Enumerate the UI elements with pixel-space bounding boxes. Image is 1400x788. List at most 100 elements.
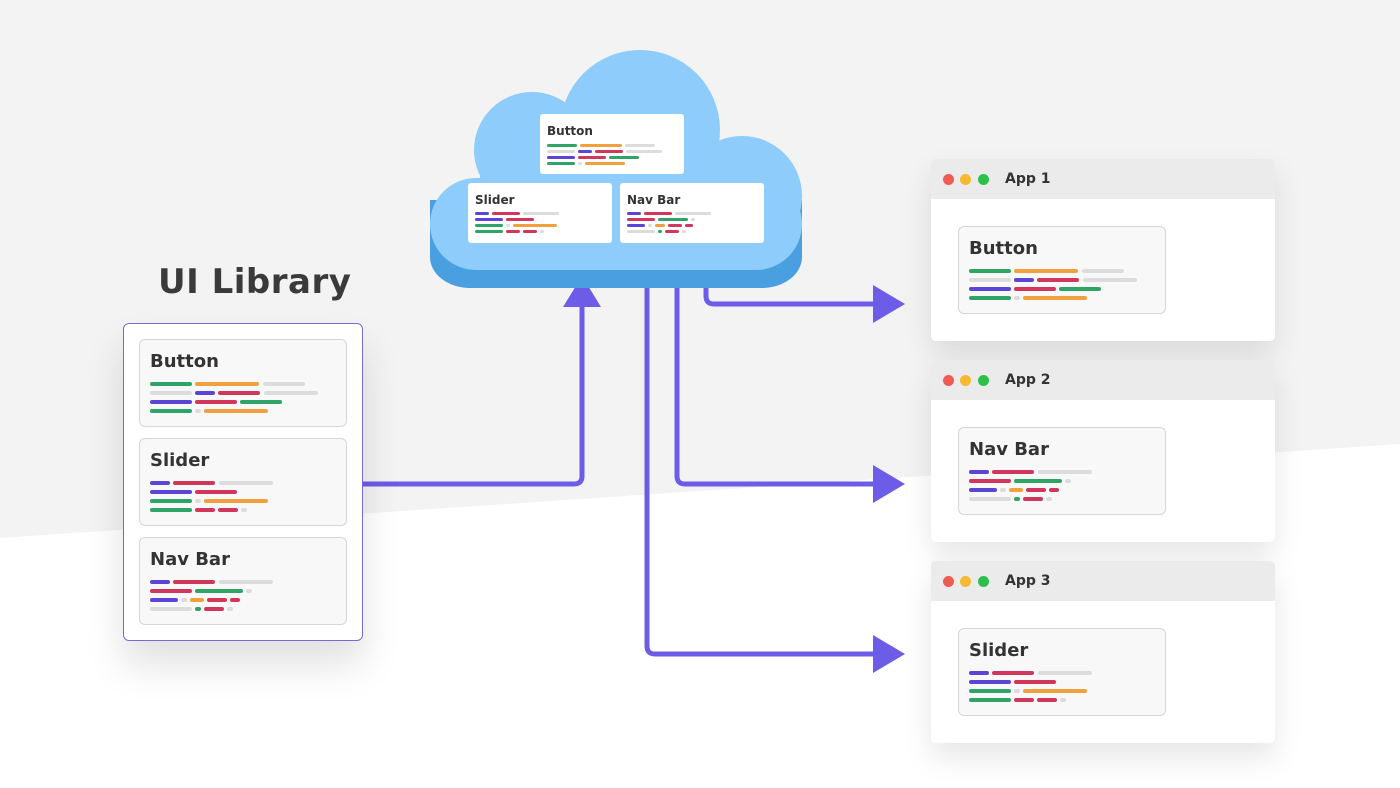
code-line [190, 598, 204, 602]
code-line [150, 499, 192, 503]
code-line [644, 212, 672, 215]
arrowhead-app1 [873, 285, 905, 323]
code-line [1059, 287, 1101, 291]
code-line [969, 698, 1011, 702]
app-component-title: Nav Bar [969, 439, 1049, 460]
minimize-dot-icon[interactable] [960, 375, 971, 386]
cloud-card-button: Button [540, 114, 684, 174]
code-line [1060, 698, 1066, 702]
app-component-card[interactable]: Nav Bar [958, 427, 1166, 515]
cloud-card-navbar: Nav Bar [620, 183, 764, 243]
code-line [1009, 488, 1023, 492]
code-line [1038, 470, 1092, 474]
code-line [626, 150, 662, 153]
code-line [150, 580, 170, 584]
code-line [578, 162, 582, 165]
code-line [1014, 689, 1020, 693]
code-line [547, 150, 575, 153]
code-line [547, 162, 575, 165]
close-dot-icon[interactable] [943, 174, 954, 185]
code-line [595, 150, 623, 153]
code-line [181, 598, 187, 602]
code-line [625, 144, 655, 147]
library-card-slider[interactable]: Slider [139, 438, 347, 526]
code-line [675, 212, 711, 215]
code-line [682, 230, 686, 233]
cloud-card-title: Nav Bar [627, 193, 681, 207]
code-line [665, 230, 679, 233]
code-line [969, 269, 1011, 273]
code-line [264, 391, 318, 395]
code-line [150, 382, 192, 386]
code-line [1014, 269, 1078, 273]
code-line [627, 212, 641, 215]
code-line [195, 400, 237, 404]
maximize-dot-icon[interactable] [978, 576, 989, 587]
minimize-dot-icon[interactable] [960, 174, 971, 185]
app-component-title: Slider [969, 640, 1029, 661]
minimize-dot-icon[interactable] [960, 576, 971, 587]
code-line [1014, 296, 1020, 300]
app-title: App 2 [1005, 372, 1051, 388]
app-component-card[interactable]: Button [958, 226, 1166, 314]
code-line [658, 230, 662, 233]
code-line [204, 499, 268, 503]
library-card-button[interactable]: Button [139, 339, 347, 427]
app-title: App 1 [1005, 171, 1051, 187]
arrowhead-app2 [873, 465, 905, 503]
app-component-card[interactable]: Slider [958, 628, 1166, 716]
close-dot-icon[interactable] [943, 576, 954, 587]
window-title-bar: App 3 [931, 561, 1275, 601]
code-line [241, 508, 247, 512]
code-line [1037, 698, 1057, 702]
ui-library-title: UI Library [158, 262, 352, 302]
library-card-title: Slider [150, 450, 210, 471]
code-line [219, 580, 273, 584]
code-line [195, 589, 243, 593]
code-line [150, 589, 192, 593]
code-line [204, 409, 268, 413]
code-line [658, 218, 688, 221]
library-card-navbar[interactable]: Nav Bar [139, 537, 347, 625]
code-line [150, 607, 192, 611]
code-line [969, 287, 1011, 291]
code-line [219, 481, 273, 485]
code-line [627, 218, 655, 221]
window-title-bar: App 1 [931, 159, 1275, 199]
code-line [547, 156, 575, 159]
code-line [1023, 689, 1087, 693]
code-line [1014, 479, 1062, 483]
code-line [195, 382, 259, 386]
code-line [969, 671, 989, 675]
code-line [1014, 698, 1034, 702]
cloud-card-title: Slider [475, 193, 515, 207]
maximize-dot-icon[interactable] [978, 174, 989, 185]
library-card-title: Button [150, 351, 219, 372]
code-line [506, 224, 510, 227]
code-line [492, 212, 520, 215]
app-window-2: App 2 Nav Bar [931, 360, 1275, 542]
code-line [969, 470, 989, 474]
code-line [218, 391, 260, 395]
window-title-bar: App 2 [931, 360, 1275, 400]
code-line [1000, 488, 1006, 492]
code-line [627, 224, 645, 227]
close-dot-icon[interactable] [943, 375, 954, 386]
cloud-card-title: Button [547, 124, 593, 138]
code-line [1014, 278, 1034, 282]
code-line [969, 680, 1011, 684]
code-line [585, 162, 625, 165]
code-line [1038, 671, 1092, 675]
code-line [246, 589, 252, 593]
arrowhead-up [563, 276, 601, 307]
code-line [992, 671, 1034, 675]
code-line [1014, 497, 1020, 501]
arrow-cloud-to-app1 [703, 285, 881, 307]
app-title: App 3 [1005, 573, 1051, 589]
code-line [578, 156, 606, 159]
code-line [195, 409, 201, 413]
code-line [691, 218, 695, 221]
maximize-dot-icon[interactable] [978, 375, 989, 386]
code-line [992, 470, 1034, 474]
